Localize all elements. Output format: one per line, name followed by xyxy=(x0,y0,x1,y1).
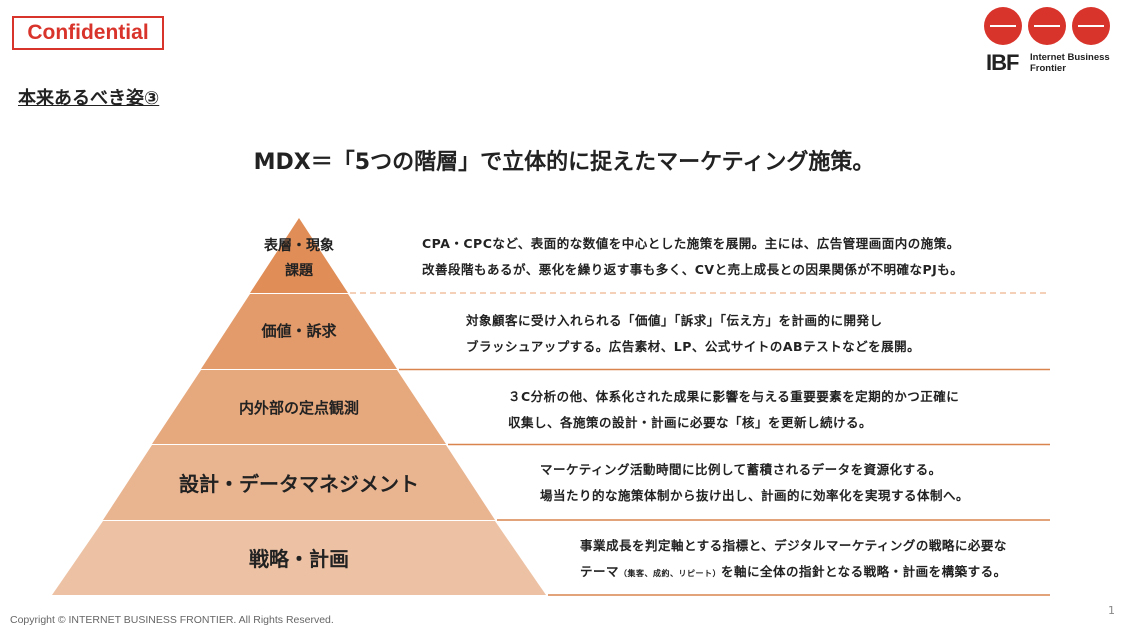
layer-5-description: 事業成長を判定軸とする指標と、デジタルマーケティングの戦略に必要な テーマ（集客… xyxy=(580,533,1007,587)
layer-2-description: 対象顧客に受け入れられる「価値」「訴求」「伝え方」を計画的に開発し ブラッシュア… xyxy=(466,308,920,360)
logo-name-line1: Internet Business xyxy=(1030,52,1110,63)
layer-5-label: 戦略・計画 xyxy=(249,547,349,571)
logo-name-line2: Frontier xyxy=(1030,63,1066,74)
logo-company-name: Internet Business Frontier xyxy=(1030,52,1110,74)
confidential-badge: Confidential xyxy=(12,16,164,50)
desc-line: テーマ（集客、成約、リピート）を軸に全体の指針となる戦略・計画を構築する。 xyxy=(580,559,1007,587)
copyright: Copyright © INTERNET BUSINESS FRONTIER. … xyxy=(10,614,334,626)
desc-line: 対象顧客に受け入れられる「価値」「訴求」「伝え方」を計画的に開発し xyxy=(466,313,883,328)
pyramid-layer-4 xyxy=(103,445,495,520)
ibf-logo xyxy=(984,7,1110,45)
layer-1-label-line2: 課題 xyxy=(285,263,313,279)
pyramid-layer-2 xyxy=(201,294,397,369)
slide-subtitle: 本来あるべき姿③ xyxy=(18,88,160,109)
layer-4-description: マーケティング活動時間に比例して蓄積されるデータを資源化する。 場当たり的な施策… xyxy=(540,457,969,509)
desc-text: を軸に全体の指針となる戦略・計画を構築する。 xyxy=(721,564,1007,579)
desc-note: （集客、成約、リピート） xyxy=(619,569,722,578)
layer-3-label: 内外部の定点観測 xyxy=(238,399,360,417)
desc-line: ３C分析の他、体系化された成果に影響を与える重要要素を定期的かつ正確に xyxy=(508,389,960,404)
layer-2-label: 価値・訴求 xyxy=(261,322,337,340)
desc-line: 事業成長を判定軸とする指標と、デジタルマーケティングの戦略に必要な xyxy=(580,538,1007,553)
layer-4-label: 設計・データマネジメント xyxy=(179,472,419,496)
pyramid-layer-1 xyxy=(250,218,348,293)
slide-heading: MDX＝「5つの階層」で立体的に捉えたマーケティング施策。 xyxy=(253,150,875,175)
desc-line: ブラッシュアップする。広告素材、LP、公式サイトのABテストなどを展開。 xyxy=(466,339,921,354)
pyramid-layer-5 xyxy=(52,521,546,595)
desc-text: テーマ xyxy=(580,564,620,579)
layer-1-description: CPA・CPCなど、表面的な数値を中心とした施策を展開。主には、広告管理画面内の… xyxy=(422,231,963,283)
layer-1-label: 表層・現象 課題 xyxy=(264,234,334,284)
layer-3-description: ３C分析の他、体系化された成果に影響を与える重要要素を定期的かつ正確に 収集し、… xyxy=(508,384,959,436)
logo-mark-text: IBF xyxy=(986,50,1019,75)
desc-line: マーケティング活動時間に比例して蓄積されるデータを資源化する。 xyxy=(540,462,942,477)
page-number: 1 xyxy=(1108,604,1115,617)
desc-line: 改善段階もあるが、悪化を繰り返す事も多く、CVと売上成長との因果関係が不明確なP… xyxy=(422,262,964,277)
desc-line: 収集し、各施策の設計・計画に必要な「核」を更新し続ける。 xyxy=(508,415,873,430)
desc-line: 場当たり的な施策体制から抜け出し、計画的に効率化を実現する体制へ。 xyxy=(540,488,970,503)
layer-1-label-line1: 表層・現象 xyxy=(264,238,334,254)
pyramid-layer-3 xyxy=(152,370,446,444)
desc-line: CPA・CPCなど、表面的な数値を中心とした施策を展開。主には、広告管理画面内の… xyxy=(422,236,960,251)
